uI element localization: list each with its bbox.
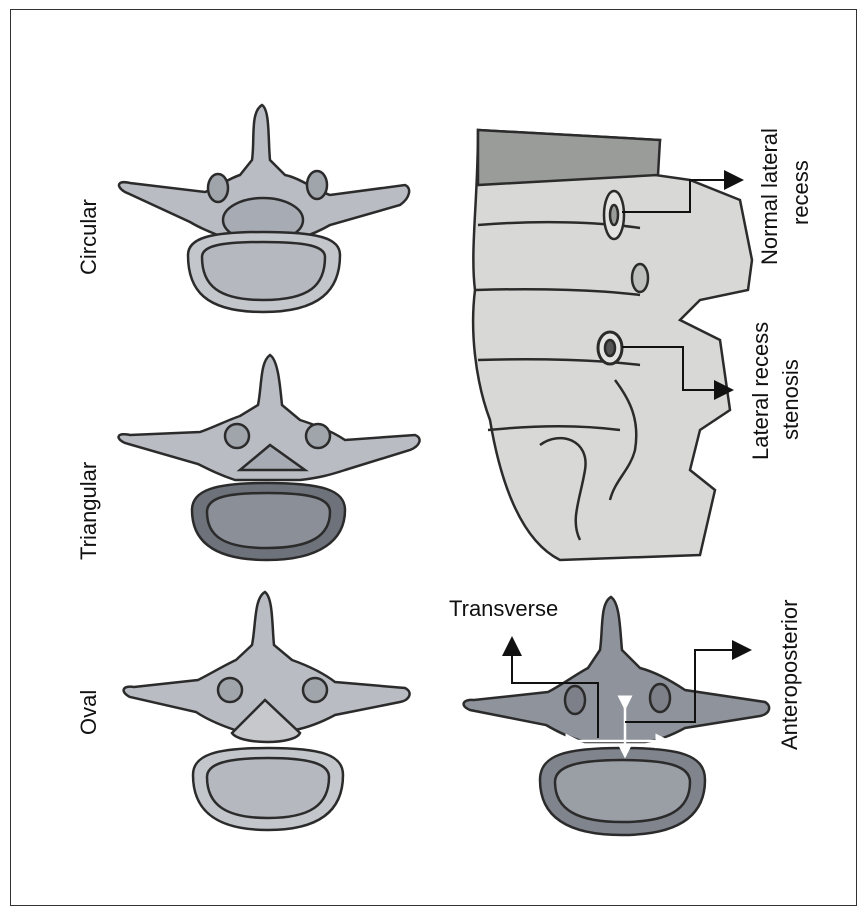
label-normal-lateral-recess-1: Normal lateral: [757, 128, 783, 265]
vertebra-triangular: [119, 355, 420, 560]
label-transverse: Transverse: [449, 596, 558, 622]
label-triangular: Triangular: [76, 462, 102, 560]
sagittal-spine-view: [473, 130, 752, 560]
vertebra-annotated: [464, 597, 770, 835]
label-oval: Oval: [76, 690, 102, 735]
label-anteroposterior: Anteroposterior: [777, 600, 803, 750]
vertebra-circular: [119, 105, 409, 312]
label-lateral-recess-stenosis-1: Lateral recess: [748, 322, 774, 460]
label-lateral-recess-stenosis-2: stenosis: [778, 359, 804, 440]
vertebra-oval: [124, 592, 410, 830]
label-circular: Circular: [76, 199, 102, 275]
label-normal-lateral-recess-2: recess: [788, 160, 814, 225]
